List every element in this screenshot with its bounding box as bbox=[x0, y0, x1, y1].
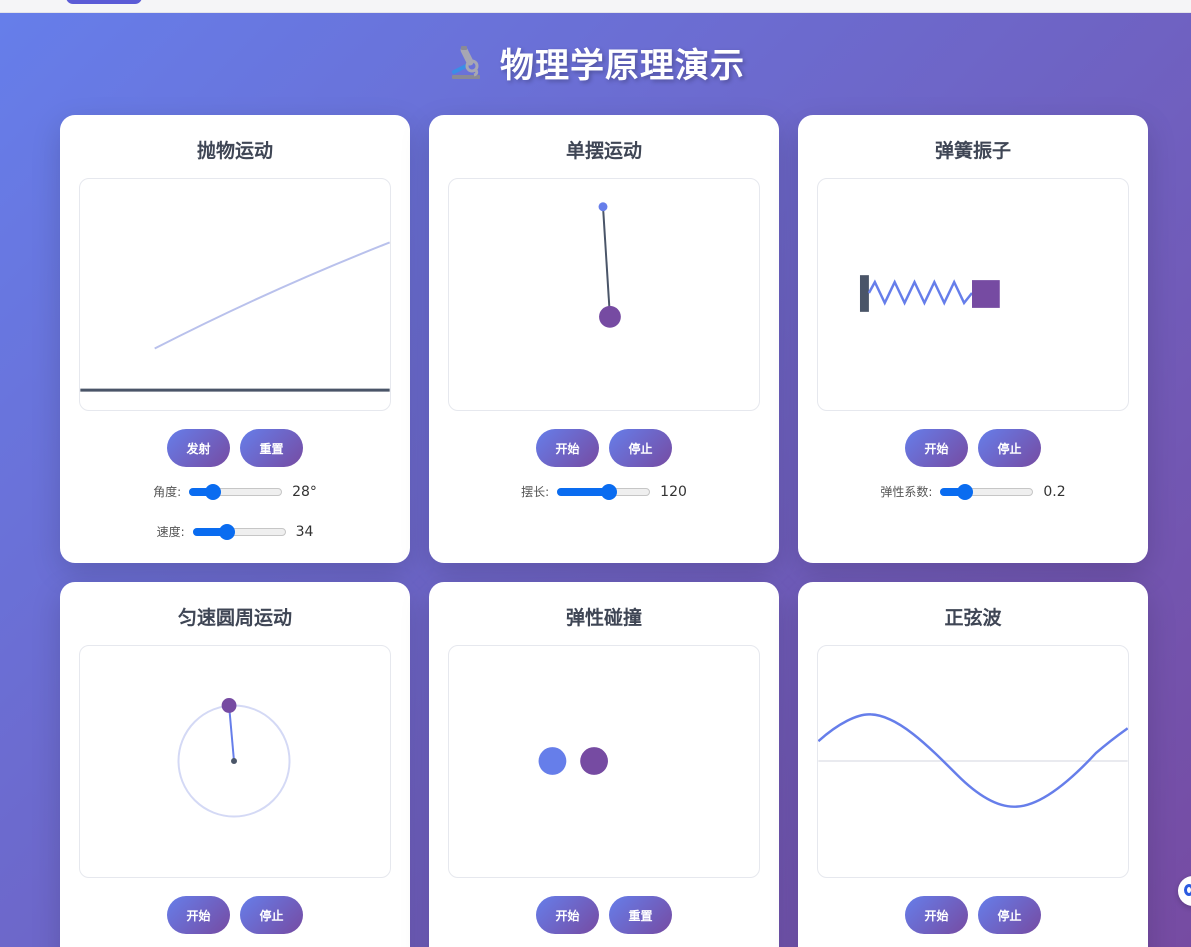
angle-value: 28° bbox=[292, 483, 317, 500]
stop-button[interactable]: 停止 bbox=[978, 896, 1041, 934]
card-title: 弹性碰撞 bbox=[565, 607, 642, 629]
card-title: 匀速圆周运动 bbox=[177, 607, 292, 629]
start-button[interactable]: 开始 bbox=[905, 429, 968, 467]
angle-control: 角度: 28° bbox=[60, 483, 410, 500]
reset-button[interactable]: 重置 bbox=[609, 896, 672, 934]
launch-button[interactable]: 发射 bbox=[167, 429, 230, 467]
angle-slider[interactable] bbox=[189, 483, 283, 500]
speed-slider[interactable] bbox=[192, 523, 286, 540]
length-value: 120 bbox=[660, 483, 687, 500]
microscope-icon bbox=[452, 46, 480, 79]
sine-wave-drawing bbox=[818, 713, 1128, 808]
spring-buttons: 开始 停止 bbox=[798, 429, 1148, 467]
elasticity-control: 弹性系数: 0.2 bbox=[798, 483, 1148, 500]
speed-label: 速度: bbox=[156, 525, 185, 539]
start-button[interactable]: 开始 bbox=[536, 429, 599, 467]
projectile-canvas bbox=[79, 178, 391, 411]
spring-canvas bbox=[817, 178, 1129, 411]
card-circular-motion: 匀速圆周运动 开始 停止 bbox=[60, 582, 410, 947]
card-title: 弹簧振子 bbox=[934, 140, 1011, 162]
start-button[interactable]: 开始 bbox=[167, 896, 230, 934]
stop-button[interactable]: 停止 bbox=[609, 429, 672, 467]
circular-canvas bbox=[79, 645, 391, 878]
collision-buttons: 开始 重置 bbox=[429, 896, 779, 934]
projectile-buttons: 发射 重置 bbox=[60, 429, 410, 467]
reset-button[interactable]: 重置 bbox=[240, 429, 303, 467]
page-title: 物理学原理演示 bbox=[500, 45, 745, 86]
pendulum-drawing bbox=[598, 202, 621, 328]
speed-control: 速度: 34 bbox=[60, 523, 410, 540]
length-label: 摆长: bbox=[521, 485, 550, 499]
card-title: 抛物运动 bbox=[196, 140, 273, 162]
stop-button[interactable]: 停止 bbox=[978, 429, 1041, 467]
assistant-icon bbox=[1184, 884, 1191, 896]
card-pendulum: 单摆运动 开始 停止 摆长: 120 bbox=[429, 115, 779, 563]
card-sine-wave: 正弦波 开始 停止 bbox=[798, 582, 1148, 947]
elasticity-label: 弹性系数: bbox=[880, 485, 933, 499]
start-button[interactable]: 开始 bbox=[905, 896, 968, 934]
card-projectile-motion: 抛物运动 发射 重置 角度: 28° 速度: 34 bbox=[60, 115, 410, 563]
card-elastic-collision: 弹性碰撞 开始 重置 bbox=[429, 582, 779, 947]
start-button[interactable]: 开始 bbox=[536, 896, 599, 934]
pendulum-buttons: 开始 停止 bbox=[429, 429, 779, 467]
card-title: 正弦波 bbox=[944, 607, 1002, 629]
projectile-trajectory bbox=[80, 241, 390, 392]
spring-drawing bbox=[859, 275, 1000, 312]
sine-canvas bbox=[817, 645, 1129, 878]
angle-label: 角度: bbox=[153, 485, 182, 499]
top-tab-pill[interactable] bbox=[66, 0, 142, 4]
page-header: 物理学原理演示 bbox=[0, 37, 1191, 87]
floating-assistant-button[interactable] bbox=[1178, 876, 1191, 906]
elasticity-slider[interactable] bbox=[940, 483, 1034, 500]
circular-buttons: 开始 停止 bbox=[60, 896, 410, 934]
page-background: 物理学原理演示 抛物运动 发射 重置 角度: 28° 速度: bbox=[0, 13, 1191, 947]
length-slider[interactable] bbox=[557, 483, 651, 500]
collision-canvas bbox=[448, 645, 760, 878]
length-control: 摆长: 120 bbox=[429, 483, 779, 500]
pendulum-canvas bbox=[448, 178, 760, 411]
browser-top-bar bbox=[0, 0, 1191, 13]
collision-drawing bbox=[538, 747, 608, 775]
elasticity-value: 0.2 bbox=[1043, 483, 1066, 500]
card-spring-oscillator: 弹簧振子 开始 停止 弹性系数: 0.2 bbox=[798, 115, 1148, 563]
speed-value: 34 bbox=[295, 523, 314, 540]
circular-drawing bbox=[177, 698, 291, 818]
sine-buttons: 开始 停止 bbox=[798, 896, 1148, 934]
card-title: 单摆运动 bbox=[565, 140, 642, 162]
stop-button[interactable]: 停止 bbox=[240, 896, 303, 934]
